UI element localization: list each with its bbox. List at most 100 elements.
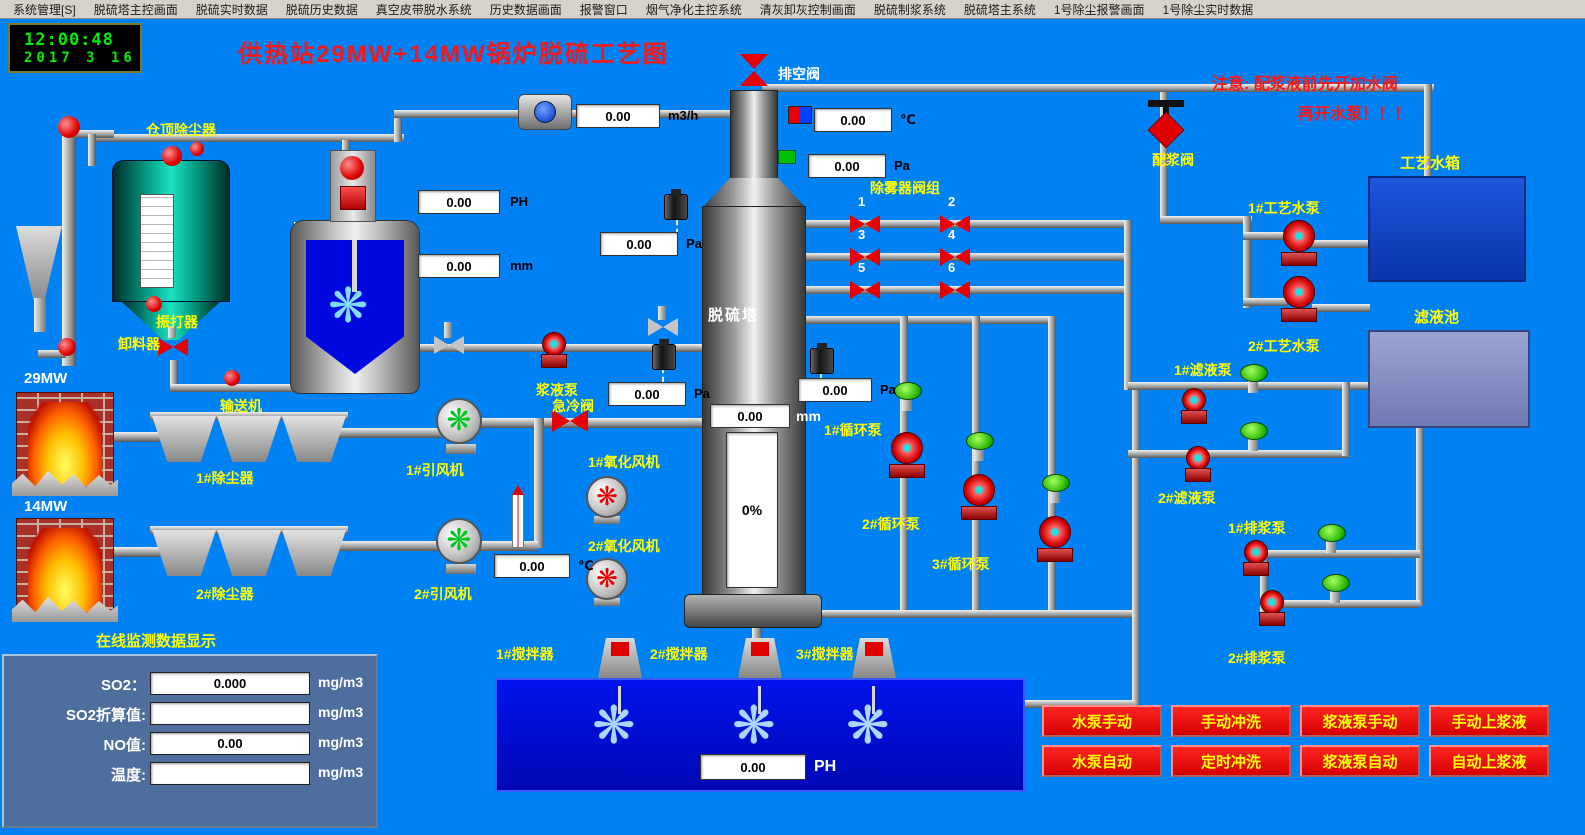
drain-valve1[interactable] bbox=[1318, 524, 1346, 554]
pipe bbox=[62, 126, 76, 366]
menu-item[interactable]: 真空皮带脱水系统 bbox=[375, 2, 472, 17]
filtrate-pump2[interactable] bbox=[1182, 446, 1214, 482]
circ-valve3[interactable] bbox=[1042, 474, 1070, 504]
feed-hopper-outlet bbox=[34, 298, 46, 332]
duster1-cell bbox=[152, 416, 216, 462]
tower-right-pa-display: 0.00 bbox=[798, 378, 872, 402]
oxidation-fan2[interactable] bbox=[586, 558, 628, 600]
circ-valve2[interactable] bbox=[966, 432, 994, 462]
filtrate-valve2[interactable] bbox=[1240, 422, 1268, 452]
menu-item[interactable]: 脱硫塔主控画面 bbox=[93, 2, 178, 17]
flue-temp-display: 0.00 bbox=[494, 554, 570, 578]
circulation-pump2[interactable] bbox=[958, 474, 1000, 520]
duster2-label: 2#除尘器 bbox=[196, 586, 254, 602]
slurry-line-valve[interactable] bbox=[434, 336, 464, 354]
manual-flush-button[interactable]: 手动冲洗 bbox=[1171, 705, 1291, 737]
boiler2-flame-icon bbox=[28, 528, 102, 612]
duster2-cell bbox=[152, 530, 216, 576]
clock-time: 12:00:48 bbox=[24, 30, 114, 50]
slurry-mix-valve[interactable] bbox=[1147, 111, 1185, 149]
menu-item[interactable]: 报警窗口 bbox=[579, 2, 628, 17]
filtrate-pump1[interactable] bbox=[1178, 388, 1210, 424]
menu-item[interactable]: 1号除尘实时数据 bbox=[1162, 2, 1254, 17]
mixer-motor[interactable] bbox=[340, 186, 366, 210]
mix-valve-handle bbox=[1148, 100, 1184, 107]
circ-pump2-label: 2#循环泵 bbox=[862, 516, 920, 532]
duster2-cell bbox=[217, 530, 281, 576]
circ-valve1[interactable] bbox=[894, 382, 922, 412]
process-water-pump1[interactable] bbox=[1278, 220, 1320, 266]
monitor-title: 在线监测数据显示 bbox=[96, 633, 217, 650]
discharger-valve[interactable] bbox=[158, 338, 188, 356]
demister-valve-1[interactable] bbox=[850, 215, 880, 233]
demister-valve-3[interactable] bbox=[850, 248, 880, 266]
pipe bbox=[900, 476, 908, 616]
flue-temp-unit: ℃ bbox=[578, 558, 594, 573]
rapper-label: 振打器 bbox=[156, 314, 198, 330]
agitator2-motor[interactable] bbox=[738, 638, 782, 678]
demister-valve-4[interactable] bbox=[940, 248, 970, 266]
monitor-row-value: 0.000 bbox=[150, 672, 310, 695]
quench-valve[interactable] bbox=[552, 410, 588, 432]
tower-outlet-temp-unit: ℃ bbox=[900, 112, 916, 127]
filtrate-valve1[interactable] bbox=[1240, 364, 1268, 394]
slurry-pump-manual-button[interactable]: 浆液泵手动 bbox=[1300, 705, 1420, 737]
circ-pump1-label: 1#循环泵 bbox=[824, 422, 882, 438]
stack-pa-unit: Pa bbox=[686, 236, 702, 251]
oxidation-fan1[interactable] bbox=[586, 476, 628, 518]
agitator2-impeller-icon: ❋ bbox=[732, 696, 776, 756]
drain-valve2[interactable] bbox=[1322, 574, 1350, 604]
silo-top-indicator-2 bbox=[190, 142, 204, 156]
page-title: 供热站29MW+14MW锅炉脱硫工艺图 bbox=[238, 41, 669, 68]
auto-feed-slurry-button[interactable]: 自动上浆液 bbox=[1429, 745, 1549, 777]
menu-item[interactable]: 历史数据画面 bbox=[489, 2, 562, 17]
tower-left-pa-display: 0.00 bbox=[608, 382, 686, 406]
menu-item[interactable]: 脱硫制浆系统 bbox=[873, 2, 946, 17]
tower-right-transmitter-icon bbox=[810, 343, 834, 374]
drain-pump1[interactable] bbox=[1240, 540, 1272, 576]
pipe bbox=[170, 384, 304, 392]
pipe bbox=[806, 316, 1056, 324]
id-fan1[interactable] bbox=[436, 398, 482, 444]
tower-valve-stem bbox=[658, 306, 666, 320]
circulation-pump1[interactable] bbox=[886, 432, 928, 478]
manual-feed-slurry-button[interactable]: 手动上浆液 bbox=[1429, 705, 1549, 737]
vent-valve[interactable] bbox=[740, 54, 768, 86]
menu-item[interactable]: 脱硫塔主系统 bbox=[963, 2, 1036, 17]
water-pump-auto-button[interactable]: 水泵自动 bbox=[1042, 745, 1162, 777]
menu-item[interactable]: 烟气净化主控系统 bbox=[645, 2, 742, 17]
circulation-pump3[interactable] bbox=[1034, 516, 1076, 562]
id-fan2[interactable] bbox=[436, 518, 482, 564]
water-pump-manual-button[interactable]: 水泵手动 bbox=[1042, 705, 1162, 737]
pipe bbox=[480, 418, 712, 428]
circ-pump3-label: 3#循环泵 bbox=[932, 556, 990, 572]
pipe bbox=[1312, 240, 1370, 248]
menu-item[interactable]: 清灰卸灰控制画面 bbox=[759, 2, 856, 17]
pipe bbox=[762, 84, 1434, 92]
slurry-pump[interactable] bbox=[538, 332, 570, 368]
demister-valve-2[interactable] bbox=[940, 215, 970, 233]
flow-display: 0.00 bbox=[576, 104, 660, 128]
pipe bbox=[1160, 216, 1252, 224]
drain-pump2[interactable] bbox=[1256, 590, 1288, 626]
demister-valve-6[interactable] bbox=[940, 281, 970, 299]
discharger-label: 卸料器 bbox=[118, 336, 160, 352]
demister-valve-5[interactable] bbox=[850, 281, 880, 299]
agitator1-motor[interactable] bbox=[598, 638, 642, 678]
tank-ph-display: 0.00 bbox=[418, 190, 500, 214]
agitator2-shaft bbox=[758, 686, 761, 714]
process-water-pump2[interactable] bbox=[1278, 276, 1320, 322]
agitator3-motor[interactable] bbox=[852, 638, 896, 678]
tower-side-valve[interactable] bbox=[648, 318, 678, 336]
menu-item[interactable]: 脱硫历史数据 bbox=[285, 2, 358, 17]
pipe bbox=[1258, 550, 1420, 558]
timed-flush-button[interactable]: 定时冲洗 bbox=[1171, 745, 1291, 777]
pipe bbox=[534, 418, 544, 548]
menu-item[interactable]: 系统管理[S] bbox=[13, 2, 76, 17]
menu-item[interactable]: 1号除尘报警画面 bbox=[1053, 2, 1145, 17]
monitor-row-label: 温度: bbox=[111, 767, 146, 784]
slurry-pump-auto-button[interactable]: 浆液泵自动 bbox=[1300, 745, 1420, 777]
pipe bbox=[338, 428, 442, 438]
menu-item[interactable]: 脱硫实时数据 bbox=[195, 2, 268, 17]
